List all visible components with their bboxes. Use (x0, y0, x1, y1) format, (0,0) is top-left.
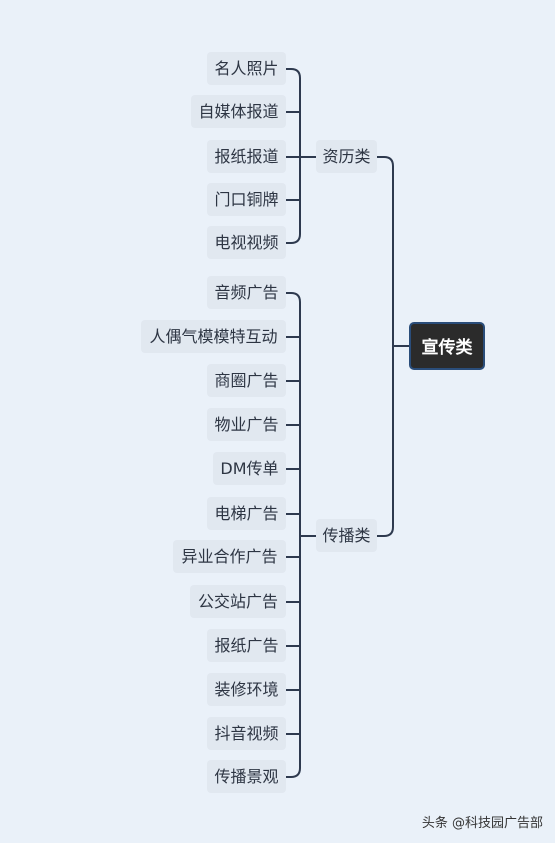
branch-node[interactable]: 资历类 (316, 140, 377, 173)
leaf-node[interactable]: 报纸报道 (207, 140, 286, 173)
connector-root-branch-1 (377, 156, 409, 347)
leaf-node[interactable]: 传播景观 (207, 760, 286, 793)
leaf-node[interactable]: 抖音视频 (207, 717, 286, 750)
watermark: 头条 @科技园广告部 (421, 816, 543, 831)
leaf-node[interactable]: 电梯广告 (207, 497, 286, 530)
leaf-node[interactable]: 装修环境 (207, 673, 286, 706)
connector-branch-1 (286, 68, 316, 244)
leaf-node[interactable]: DM传单 (213, 452, 286, 485)
leaf-node[interactable]: 公交站广告 (190, 585, 286, 618)
branch-node[interactable]: 传播类 (316, 519, 377, 552)
leaf-node[interactable]: 名人照片 (207, 52, 286, 85)
leaf-node[interactable]: 商圈广告 (207, 364, 286, 397)
leaf-node[interactable]: 物业广告 (207, 408, 286, 441)
leaf-node[interactable]: 人偶气模模特互动 (141, 320, 286, 353)
leaf-node[interactable]: 异业合作广告 (173, 540, 286, 573)
leaf-node[interactable]: 门口铜牌 (207, 183, 286, 216)
connector-root-branch-2 (377, 346, 394, 537)
leaf-node[interactable]: 音频广告 (207, 276, 286, 309)
leaf-node[interactable]: 报纸广告 (207, 629, 286, 662)
leaf-node[interactable]: 自媒体报道 (191, 95, 286, 128)
leaf-node[interactable]: 电视视频 (207, 226, 286, 259)
root-node[interactable]: 宣传类 (409, 322, 485, 370)
connector-branch-2 (286, 292, 316, 778)
